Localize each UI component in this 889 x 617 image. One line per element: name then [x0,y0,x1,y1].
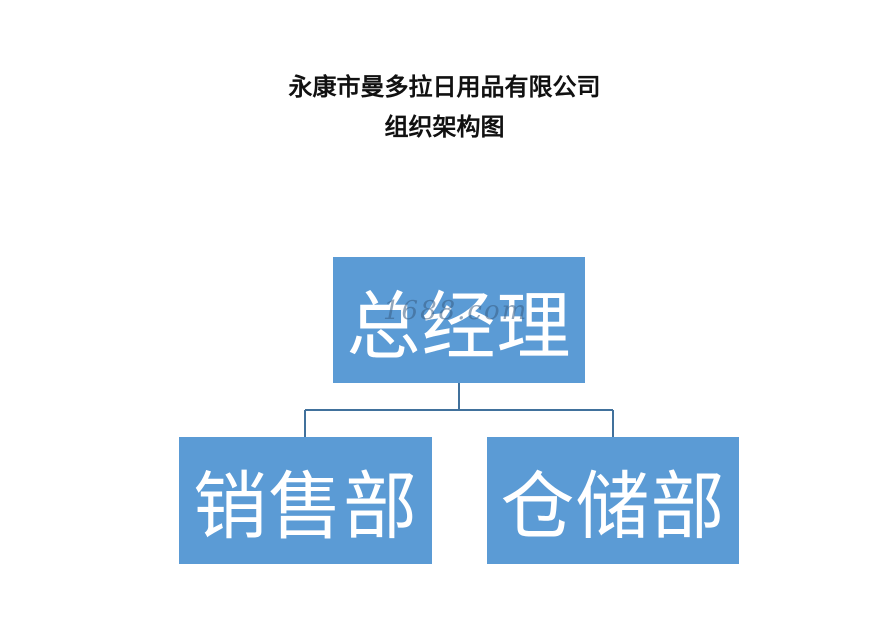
org-node-warehouse-dept: 仓储部 [487,437,739,564]
org-node-general-manager: 总经理 [333,257,585,383]
chart-subtitle: 组织架构图 [384,113,505,141]
org-node-sales-dept: 销售部 [179,437,432,564]
company-title: 永康市曼多拉日用品有限公司 [288,73,601,101]
